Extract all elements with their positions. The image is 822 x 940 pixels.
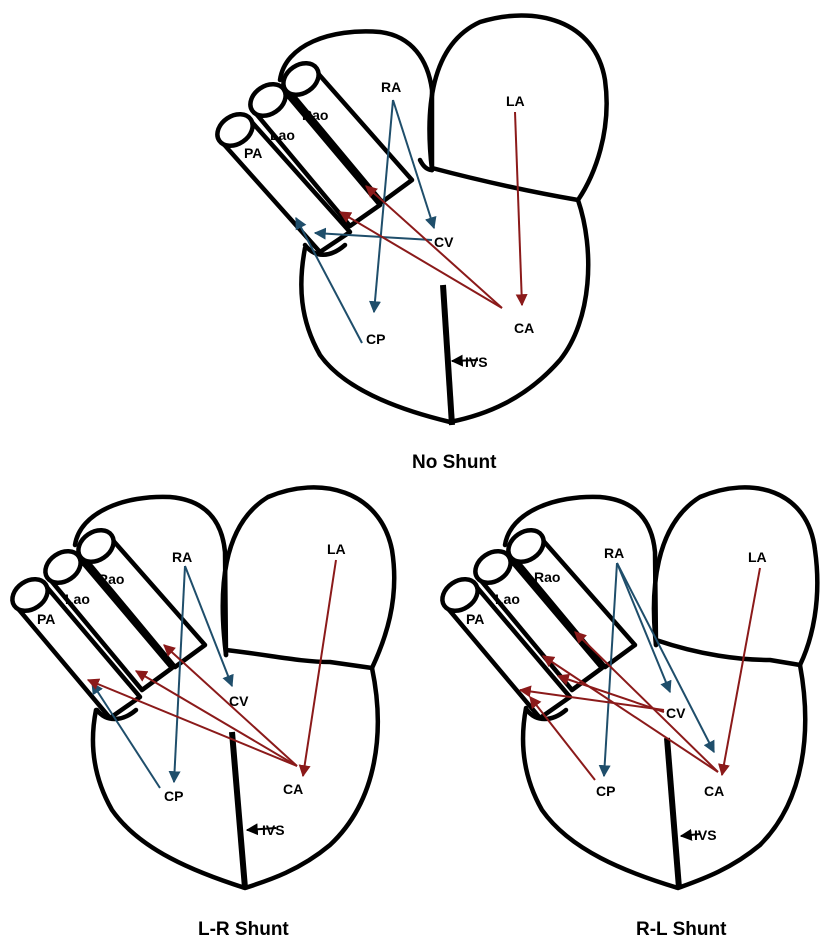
label-ra: RA [604,545,624,561]
label-ca: CA [514,320,534,336]
label-lao: Lao [495,591,520,607]
panel-no-shunt: PA Lao Rao RA LA CV CA CP IVS No Shunt [211,15,606,473]
arrow-ca-lao [340,212,502,308]
av-groove [432,168,578,200]
label-cp: CP [366,331,385,347]
label-rao: Rao [534,569,560,585]
label-ivs: IVS [465,354,488,370]
label-pa: PA [244,145,262,161]
label-ivs: IVS [262,822,285,838]
label-cp: CP [164,788,183,804]
label-lao: Lao [65,591,90,607]
label-ca: CA [283,781,303,797]
arrow-ivs [452,360,478,361]
arrow-ca-rao [366,186,502,308]
label-lao: Lao [270,127,295,143]
label-pa: PA [37,611,55,627]
caption-rl-shunt: R-L Shunt [636,919,727,940]
label-ra: RA [381,79,401,95]
label-rao: Rao [98,571,124,587]
arrow-la-ca [515,112,522,305]
label-la: LA [748,549,767,565]
interventricular-septum [443,285,452,425]
label-cp: CP [596,783,615,799]
label-ca: CA [704,783,724,799]
label-pa: PA [466,611,484,627]
label-cv: CV [666,705,686,721]
label-la: LA [506,93,525,109]
label-cv: CV [434,234,454,250]
label-ra: RA [172,549,192,565]
label-rao: Rao [302,107,328,123]
caption-no-shunt: No Shunt [412,452,497,473]
label-la: LA [327,541,346,557]
panel-lr-shunt: PA Lao Rao RA LA CV CA CP IVS L-R Shunt [6,487,394,940]
panel-rl-shunt: PA Lao Rao RA LA CV CA CP IVS R-L Shunt [436,487,817,940]
caption-lr-shunt: L-R Shunt [198,919,289,940]
